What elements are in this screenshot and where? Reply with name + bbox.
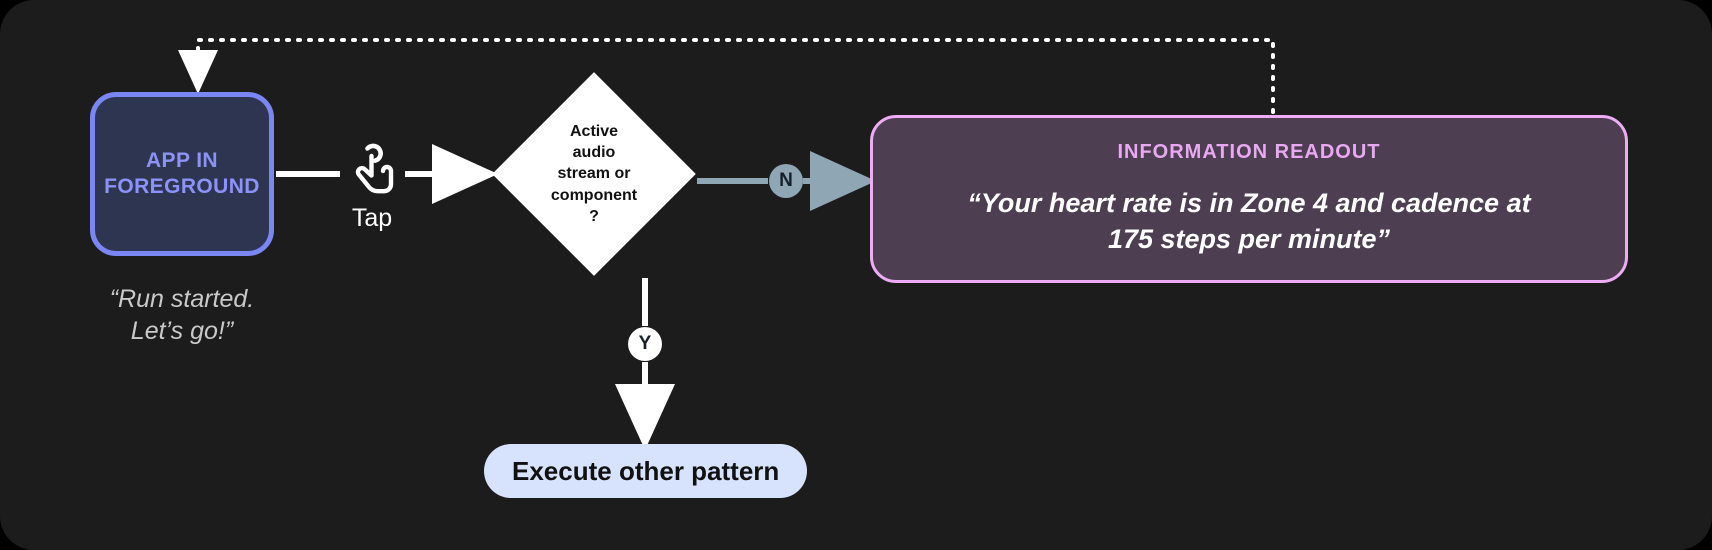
node-decision-audio-stream[interactable]: Active audio stream or component ? xyxy=(492,72,696,276)
decision-label-line1: Active xyxy=(569,123,619,141)
tap-label: Tap xyxy=(351,204,393,232)
app-foreground-caption: “Run started. Let’s go!” xyxy=(62,284,302,347)
node-information-readout[interactable]: INFORMATION READOUT “Your heart rate is … xyxy=(870,115,1628,283)
app-caption-line1: “Run started. xyxy=(109,285,255,313)
badge-yes: Y xyxy=(628,327,662,361)
decision-label-line5: ? xyxy=(589,207,599,225)
badge-no: N xyxy=(769,164,803,198)
decision-label-line4: component xyxy=(550,186,638,204)
decision-label-line2: audio xyxy=(572,144,616,162)
tap-gesture-group: Tap xyxy=(334,142,410,231)
tap-gesture-icon xyxy=(355,143,394,194)
node-app-label-line2: FOREGROUND xyxy=(104,175,260,198)
readout-title: INFORMATION READOUT xyxy=(1117,140,1381,163)
readout-body: “Your heart rate is in Zone 4 and cadenc… xyxy=(967,186,1530,257)
decision-label-line3: stream or xyxy=(557,165,631,183)
node-app-label-line1: APP IN xyxy=(145,149,219,173)
readout-body-line2: 175 steps per minute” xyxy=(1107,223,1391,254)
execute-label: Execute other pattern xyxy=(512,455,780,486)
node-execute-other-pattern[interactable]: Execute other pattern xyxy=(484,444,808,498)
node-app-in-foreground[interactable]: APP IN FOREGROUND xyxy=(90,92,274,256)
node-app-label: APP IN FOREGROUND xyxy=(104,148,260,199)
readout-body-line1: “Your heart rate is in Zone 4 and cadenc… xyxy=(967,187,1531,218)
decision-label: Active audio stream or component ? xyxy=(492,72,696,276)
app-caption-line2: Let’s go!” xyxy=(130,316,234,345)
